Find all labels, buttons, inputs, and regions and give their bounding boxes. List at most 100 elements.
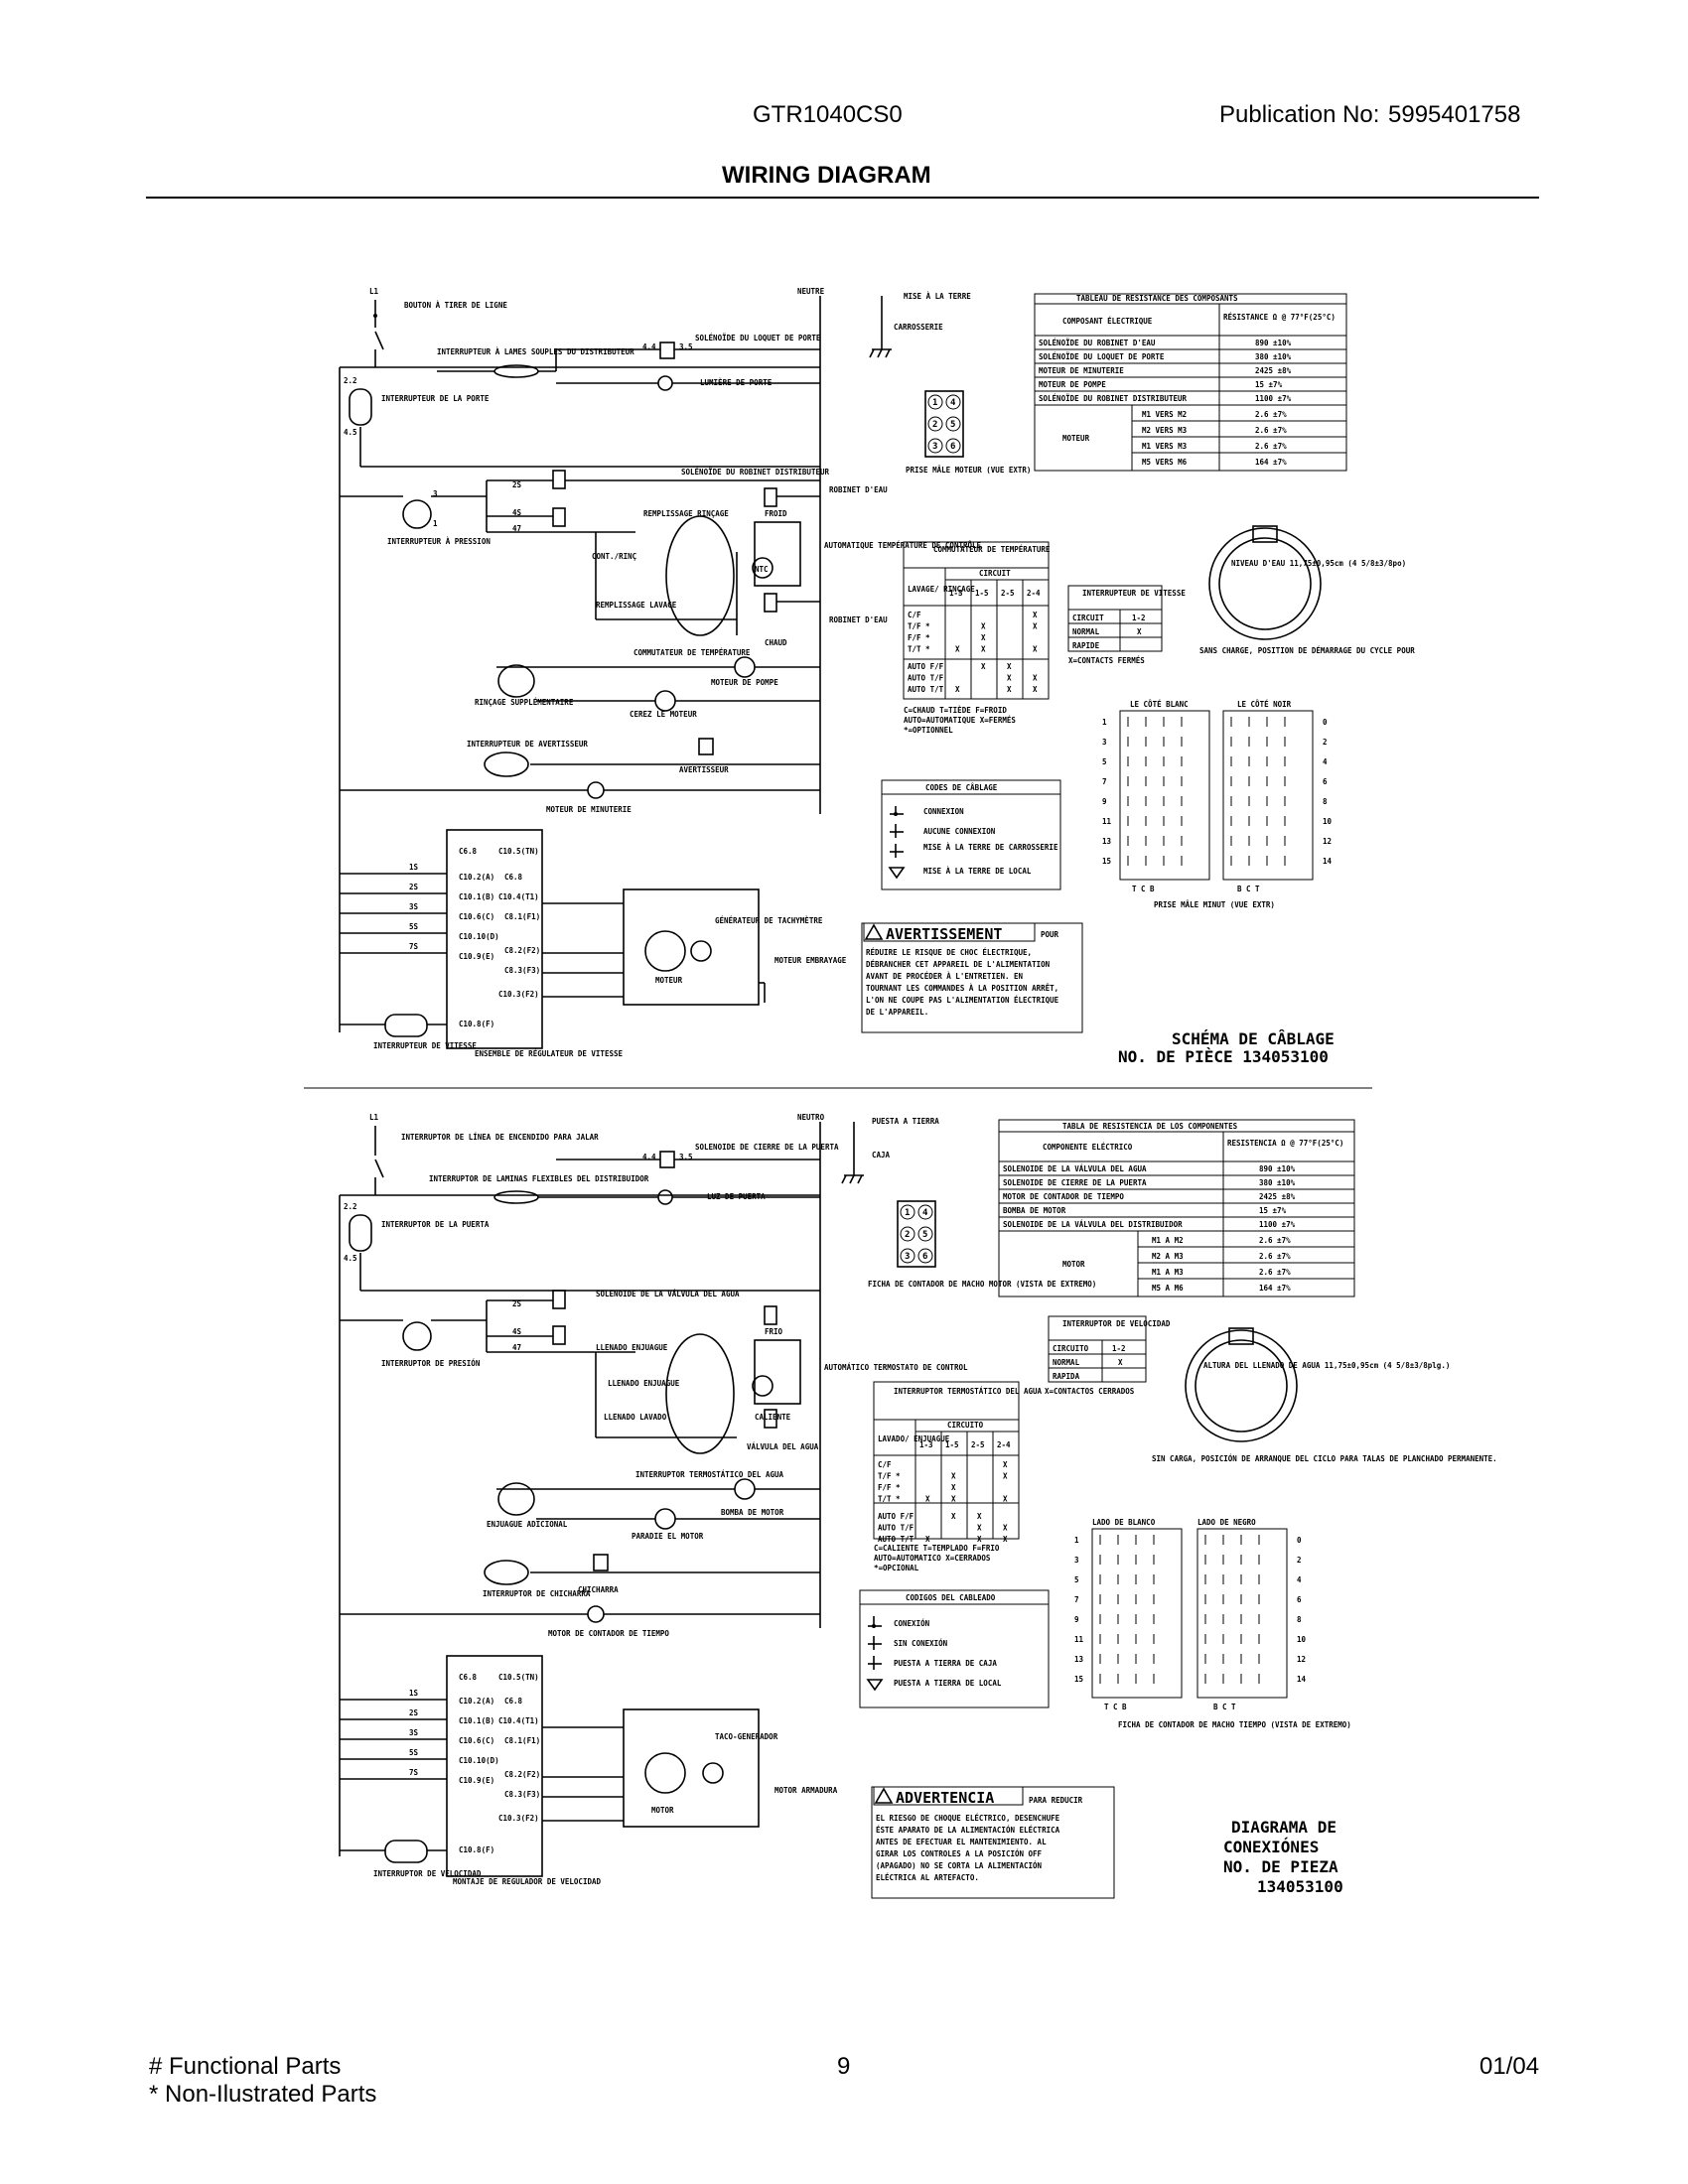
temp-row-label: T/T * (878, 1495, 901, 1504)
svg-text:CONNEXION: CONNEXION (923, 807, 964, 816)
svg-text:INTERRUPTOR DE LA PUERTA: INTERRUPTOR DE LA PUERTA (381, 1220, 490, 1229)
svg-text:890 ±10%: 890 ±10% (1255, 339, 1292, 347)
svg-text:6: 6 (950, 442, 955, 452)
bouton-label: BOUTON À TIRER DE LIGNE (404, 301, 507, 310)
pin-number-right: 6 (1323, 777, 1328, 786)
french-codes-table: CODES DE CÂBLAGE CONNEXION AUCUNE CONNEX… (881, 779, 1061, 890)
svg-text:AUCUNE CONNEXION: AUCUNE CONNEXION (923, 827, 996, 836)
pin-number-right: 14 (1297, 1675, 1307, 1684)
svg-text:890 ±10%: 890 ±10% (1259, 1164, 1296, 1173)
svg-text:164 ±7%: 164 ±7% (1259, 1284, 1291, 1293)
svg-text:LLENADO ENJUAGUE: LLENADO ENJUAGUE (608, 1379, 680, 1388)
model-number: GTR1040CS0 (753, 101, 903, 128)
svg-text:M2 A M3: M2 A M3 (1152, 1252, 1184, 1261)
svg-text:C6.8: C6.8 (459, 1673, 478, 1682)
svg-text:2S: 2S (409, 883, 419, 891)
svg-text:C10.4(T1): C10.4(T1) (498, 892, 539, 901)
svg-text:15 ±7%: 15 ±7% (1255, 380, 1283, 389)
pin-number-right: 2 (1297, 1556, 1302, 1565)
svg-text:C10.3(F2): C10.3(F2) (498, 1814, 539, 1823)
svg-text:47: 47 (512, 1343, 521, 1352)
svg-text:M2 VERS M3: M2 VERS M3 (1142, 426, 1188, 435)
spanish-water-dial: ALTURA DEL LLENADO DE AGUA 11,75±0,95cm … (1152, 1327, 1497, 1463)
svg-text:2.6 ±7%: 2.6 ±7% (1259, 1236, 1291, 1245)
svg-text:1-5: 1-5 (945, 1440, 959, 1449)
svg-text:NEUTRO: NEUTRO (797, 1113, 825, 1122)
moteur-minuterie-label: MOTEUR DE MINUTERIE (546, 805, 632, 814)
page-title: WIRING DIAGRAM (722, 162, 931, 189)
svg-text:SOLÉNOÏDE DU LOQUET DE PORTE: SOLÉNOÏDE DU LOQUET DE PORTE (1039, 352, 1165, 361)
svg-text:FRIO: FRIO (765, 1327, 783, 1336)
svg-text:MOTEUR DE POMPE: MOTEUR DE POMPE (1039, 380, 1106, 389)
temp-cell: X (1033, 685, 1038, 694)
svg-text:C6.8: C6.8 (504, 873, 523, 882)
svg-text:C10.10(D): C10.10(D) (459, 932, 499, 941)
svg-text:(APAGADO) NO SE CORTA LA ALIME: (APAGADO) NO SE CORTA LA ALIMENTACIÓN (876, 1861, 1043, 1870)
int-avertisseur-label: INTERRUPTEUR DE AVERTISSEUR (467, 740, 588, 749)
svg-text:MOTOR DE CONTADOR DE TIEMPO: MOTOR DE CONTADOR DE TIEMPO (548, 1629, 669, 1638)
froid-label: FROID (765, 509, 787, 518)
svg-text:X=CONTACTS FERMÉS: X=CONTACTS FERMÉS (1068, 656, 1145, 665)
svg-text:MOTOR: MOTOR (651, 1806, 674, 1815)
temp-cell: X (1007, 662, 1012, 671)
french-schematic: L1 NEUTRE BOUTON À TIRER DE LIGNE INTERR… (339, 287, 982, 1058)
svg-text:SIN CARGA, POSICIÓN DE ARRANQU: SIN CARGA, POSICIÓN DE ARRANQUE DEL CICL… (1152, 1454, 1497, 1463)
generateur-label: GÉNÉRATEUR DE TACHYMÈTRE (715, 916, 823, 925)
svg-text:C8.1(F1): C8.1(F1) (504, 912, 540, 921)
svg-text:FICHA DE CONTADOR DE MACHO TIE: FICHA DE CONTADOR DE MACHO TIEMPO (VISTA… (1118, 1720, 1351, 1729)
publication-label: Publication No: (1219, 101, 1380, 128)
svg-text:5: 5 (950, 420, 955, 430)
temp-cell: X (925, 1535, 930, 1544)
temp-row-label: AUTO T/F (908, 674, 944, 683)
svg-text:M5 VERS M6: M5 VERS M6 (1142, 458, 1188, 467)
svg-text:1-3: 1-3 (919, 1440, 933, 1449)
french-resistance-table: TABLEAU DE RÉSISTANCE DES COMPOSANTS COM… (1034, 293, 1347, 472)
svg-text:MOTOR: MOTOR (1062, 1260, 1085, 1269)
svg-text:MOTEUR: MOTEUR (1062, 434, 1090, 443)
spanish-resistance-table: TABLA DE RESISTENCIA DE LOS COMPONENTES … (998, 1119, 1355, 1297)
fr-res-title: TABLEAU DE RÉSISTANCE DES COMPOSANTS (1076, 294, 1238, 303)
svg-text:5: 5 (922, 1230, 927, 1240)
svg-text:COMMUTATEUR DE TEMPÉRATURE: COMMUTATEUR DE TEMPÉRATURE (933, 545, 1051, 554)
pin-number-left: 1 (1074, 1536, 1079, 1545)
sol-distributeur-label: SOLÉNOÏDE DU ROBINET DISTRIBUTEUR (681, 468, 829, 477)
svg-text:2: 2 (932, 420, 937, 430)
svg-text:2.2: 2.2 (344, 376, 357, 385)
temp-cell: X (951, 1512, 956, 1521)
pin-number-right: 4 (1323, 757, 1328, 766)
svg-text:TABLA DE RESISTENCIA DE LOS CO: TABLA DE RESISTENCIA DE LOS COMPONENTES (1062, 1122, 1238, 1131)
pin-number-right: 0 (1297, 1536, 1302, 1545)
svg-text:LLENADO ENJUAGUE: LLENADO ENJUAGUE (596, 1343, 668, 1352)
svg-text:2.6 ±7%: 2.6 ±7% (1259, 1268, 1291, 1277)
svg-text:SOLENOIDE DE CIERRE DE LA PUER: SOLENOIDE DE CIERRE DE LA PUERTA (695, 1143, 839, 1152)
svg-text:AUTO=AUTOMATICO X=CERRADOS: AUTO=AUTOMATICO X=CERRADOS (874, 1554, 991, 1563)
svg-text:GIRAR LOS CONTROLES A LA POSIC: GIRAR LOS CONTROLES A LA POSICIÓN OFF (876, 1849, 1043, 1858)
pin-number-left: 3 (1102, 738, 1107, 747)
svg-text:4: 4 (922, 1208, 928, 1218)
es-diagram-label-1: DIAGRAMA DE (1231, 1818, 1336, 1837)
svg-text:6: 6 (922, 1252, 927, 1262)
svg-text:PRISE MÂLE MINUT (VUE EXTR): PRISE MÂLE MINUT (VUE EXTR) (1154, 900, 1275, 909)
pin-number-right: 12 (1297, 1655, 1306, 1664)
svg-text:C10.1(B): C10.1(B) (459, 892, 494, 901)
svg-text:NORMAL: NORMAL (1053, 1358, 1080, 1367)
svg-text:CIRCUIT: CIRCUIT (979, 569, 1011, 578)
svg-text:REMPLISSAGE RINÇAGE: REMPLISSAGE RINÇAGE (643, 509, 729, 518)
svg-text:ADVERTENCIA: ADVERTENCIA (896, 1789, 994, 1807)
cerez-label: CEREZ LE MOTEUR (630, 710, 697, 719)
pin-number-right: 8 (1297, 1615, 1302, 1624)
svg-text:2-4: 2-4 (997, 1440, 1011, 1449)
spanish-ground-plug: PUESTA A TIERRA CAJA 1 4 2 5 3 6 FICHA D… (841, 1117, 1096, 1289)
schema-label: SCHÉMA DE CÂBLAGE (1172, 1029, 1335, 1048)
footer-functional: # Functional Parts (149, 2053, 342, 2080)
svg-text:15 ±7%: 15 ±7% (1259, 1206, 1287, 1215)
svg-text:ANTES DE EFECTUAR EL MANTENIMI: ANTES DE EFECTUAR EL MANTENIMIENTO. AL (876, 1838, 1047, 1846)
pin-number-right: 4 (1297, 1575, 1302, 1584)
svg-text:C10.8(F): C10.8(F) (459, 1020, 494, 1028)
temp-row-label: F/F * (908, 633, 930, 642)
svg-text:C10.4(T1): C10.4(T1) (498, 1716, 539, 1725)
temp-row-label: T/F * (908, 622, 930, 631)
svg-text:NIVEAU D'EAU 11,75±0,95cm (4 5: NIVEAU D'EAU 11,75±0,95cm (4 5/8±3/8po) (1231, 559, 1406, 568)
svg-text:BOMBA DE MOTOR: BOMBA DE MOTOR (1003, 1206, 1066, 1215)
